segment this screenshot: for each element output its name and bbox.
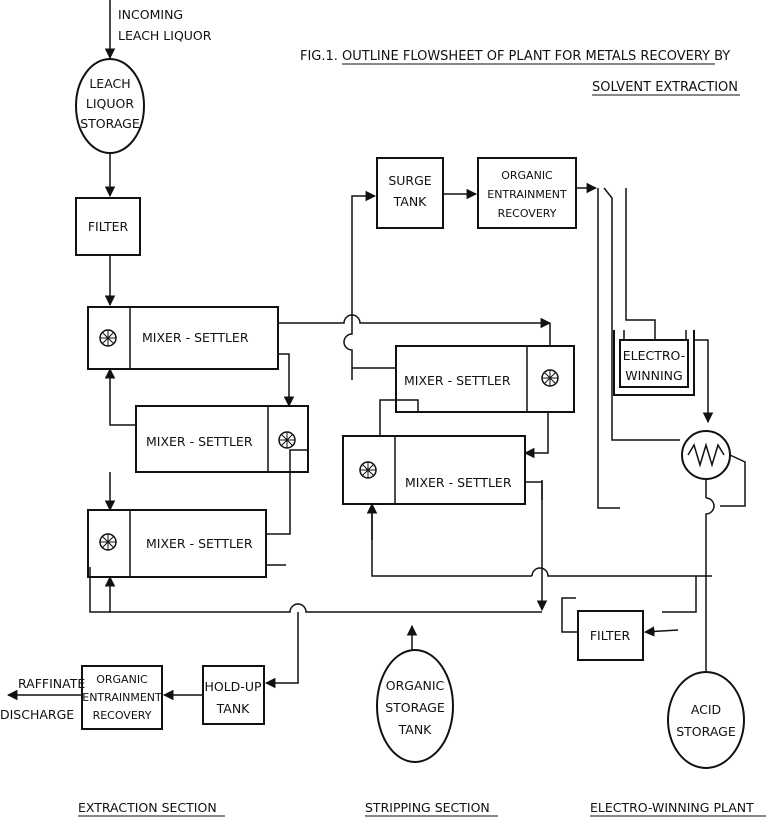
holdup-tank-label-1: HOLD-UP bbox=[204, 679, 261, 694]
recovery-label-1: ORGANIC bbox=[501, 169, 553, 182]
mixer-settler-label: MIXER - SETTLER bbox=[146, 536, 253, 551]
figure-number: FIG.1. bbox=[300, 49, 338, 64]
surge-tank bbox=[376, 157, 444, 229]
electro-winning-label-1: ELECTRO- bbox=[623, 348, 686, 363]
holdup-tank-label-2: TANK bbox=[216, 701, 251, 716]
electro-winning-section-label: ELECTRO-WINNING PLANT bbox=[590, 800, 754, 815]
acid-storage bbox=[667, 671, 745, 769]
figure-title: FIG.1. OUTLINE FLOWSHEET OF PLANT FOR ME… bbox=[300, 49, 740, 96]
organic-entrainment-recovery-extraction bbox=[81, 665, 163, 730]
electro-winning-label-2: WINNING bbox=[625, 368, 682, 383]
title-line-2: SOLVENT EXTRACTION bbox=[592, 80, 738, 95]
filter-box-extraction bbox=[75, 197, 141, 256]
mixer-settler-extraction-2: MIXER - SETTLER bbox=[135, 405, 309, 473]
recovery-label-1: ORGANIC bbox=[96, 673, 148, 686]
mixer-settler-label: MIXER - SETTLER bbox=[405, 475, 512, 490]
leach-storage-label-3: STORAGE bbox=[80, 116, 140, 131]
recovery-label-3: RECOVERY bbox=[498, 207, 557, 220]
organic-storage-label-1: ORGANIC bbox=[386, 678, 445, 693]
organic-entrainment-recovery-stripping bbox=[477, 157, 577, 229]
extraction-section-label: EXTRACTION SECTION bbox=[78, 800, 217, 815]
mixer-settler-extraction-3: MIXER - SETTLER bbox=[87, 509, 267, 578]
recovery-label-2: ENTRAINMENT bbox=[82, 691, 162, 704]
mixer-settler-label: MIXER - SETTLER bbox=[146, 434, 253, 449]
acid-storage-label-1: ACID bbox=[691, 702, 721, 717]
leach-storage-label-1: LEACH bbox=[89, 76, 130, 91]
filter-label-electrowinning: FILTER bbox=[590, 628, 631, 643]
surge-tank-label-2: TANK bbox=[393, 194, 428, 209]
holdup-tank bbox=[202, 665, 265, 725]
surge-tank-label-1: SURGE bbox=[388, 173, 431, 188]
mixer-settler-label: MIXER - SETTLER bbox=[142, 330, 249, 345]
filter-label-extraction: FILTER bbox=[88, 219, 129, 234]
mixer-settler-stripping-2: MIXER - SETTLER bbox=[342, 435, 526, 505]
raffinate-label-2: DISCHARGE bbox=[0, 707, 74, 722]
mixer-settler-stripping-1: MIXER - SETTLER bbox=[395, 345, 575, 413]
mixer-settler-label: MIXER - SETTLER bbox=[404, 373, 511, 388]
filter-box-electrowinning bbox=[577, 610, 644, 661]
organic-storage-label-3: TANK bbox=[398, 722, 433, 737]
organic-storage-tank bbox=[376, 649, 454, 763]
recovery-label-2: ENTRAINMENT bbox=[487, 188, 567, 201]
electro-winning-cell: ELECTRO- WINNING bbox=[613, 330, 695, 396]
organic-storage-label-2: STORAGE bbox=[385, 700, 445, 715]
incoming-label-1: INCOMING bbox=[118, 7, 183, 22]
stripping-section-label: STRIPPING SECTION bbox=[365, 800, 490, 815]
leach-storage-label-2: LIQUOR bbox=[86, 96, 134, 111]
heat-exchanger bbox=[681, 430, 731, 480]
acid-storage-label-2: STORAGE bbox=[676, 724, 736, 739]
title-line-1: OUTLINE FLOWSHEET OF PLANT FOR METALS RE… bbox=[342, 49, 730, 64]
raffinate-label-1: RAFFINATE bbox=[18, 676, 85, 691]
mixer-settler-extraction-1: MIXER - SETTLER bbox=[87, 306, 279, 370]
recovery-label-3: RECOVERY bbox=[93, 709, 152, 722]
incoming-label-2: LEACH LIQUOR bbox=[118, 28, 212, 43]
